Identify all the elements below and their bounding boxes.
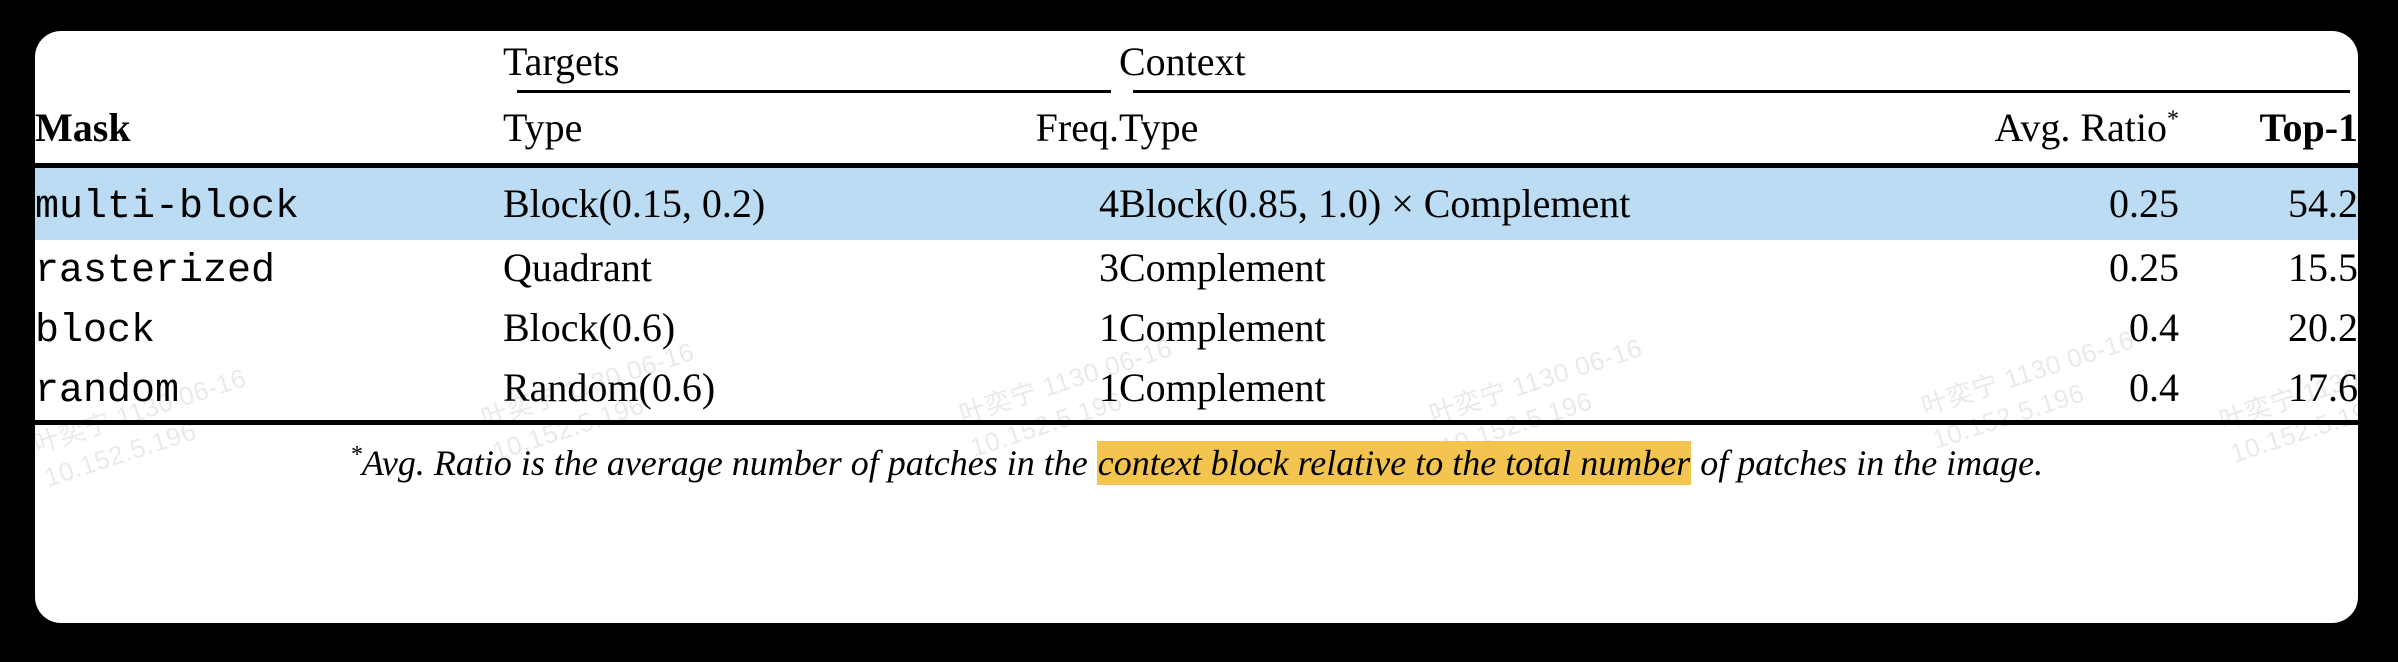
footnote-row: *Avg. Ratio is the average number of pat… (35, 423, 2358, 498)
cell-top1: 17.6 (2288, 365, 2358, 410)
column-header-avg-ratio: Avg. Ratio* (1859, 93, 2179, 166)
footnote-text: *Avg. Ratio is the average number of pat… (349, 441, 2044, 485)
footnote-highlighted: context block relative to the total numb… (1096, 441, 1692, 485)
footnote-after: of patches in the image. (1691, 443, 2044, 483)
column-header-top1: Top-1 (2259, 105, 2358, 150)
table-row[interactable]: multi-block Block(0.15, 0.2) 4 Block(0.8… (35, 165, 2358, 240)
group-header-targets: Targets (503, 31, 1119, 93)
footnote-cell: *Avg. Ratio is the average number of pat… (35, 423, 2358, 498)
cell-context-type: Block(0.85, 1.0) × Complement (1119, 165, 1859, 240)
cell-mask: random (35, 369, 180, 414)
cell-target-freq: 4 (923, 165, 1119, 240)
cell-target-freq: 1 (1099, 305, 1119, 350)
cell-target-freq: 3 (1099, 245, 1119, 290)
cell-target-freq: 1 (1099, 365, 1119, 410)
cell-context-type: Complement (1119, 245, 1326, 290)
cell-avg-ratio: 0.25 (1859, 165, 2179, 240)
cell-target-type: Block(0.6) (503, 305, 676, 350)
cell-mask: multi-block (35, 165, 503, 240)
table-row[interactable]: block Block(0.6) 1 Complement 0.4 20.2 (35, 300, 2358, 360)
column-header-row: Mask Type Freq. Type Avg. Ratio* Top-1 (35, 93, 2358, 166)
column-header-target-freq: Freq. (1035, 105, 1119, 150)
column-header-context-type: Type (1119, 105, 1199, 150)
cell-top1: 15.5 (2288, 245, 2358, 290)
column-header-mask: Mask (35, 105, 131, 150)
cell-avg-ratio: 0.25 (2109, 245, 2179, 290)
footnote-marker-icon: * (2167, 106, 2179, 133)
column-header-target-type: Type (503, 105, 583, 150)
column-header-avg-ratio-label: Avg. Ratio (1994, 105, 2167, 150)
cell-avg-ratio: 0.4 (2129, 305, 2179, 350)
group-header-row: Targets Context (35, 31, 2358, 93)
cell-top1: 20.2 (2288, 305, 2358, 350)
table-row[interactable]: random Random(0.6) 1 Complement 0.4 17.6 (35, 360, 2358, 423)
footnote-marker-icon: * (349, 442, 362, 468)
group-header-spacer (35, 31, 503, 93)
footnote-before: Avg. Ratio is the average number of patc… (361, 443, 1097, 483)
table-card: 叶奕宁 1130 06-16 10.152.5.196 叶奕宁 1130 06-… (35, 31, 2358, 623)
cell-target-type: Random(0.6) (503, 365, 716, 410)
cell-target-type: Quadrant (503, 245, 652, 290)
cell-mask: rasterized (35, 249, 276, 294)
cell-target-type: Block(0.15, 0.2) (503, 165, 923, 240)
group-header-context: Context (1119, 31, 2358, 93)
cell-context-type: Complement (1119, 365, 1326, 410)
cell-mask: block (35, 309, 156, 354)
cell-top1: 54.2 (2179, 165, 2358, 240)
table-row[interactable]: rasterized Quadrant 3 Complement 0.25 15… (35, 240, 2358, 300)
cell-context-type: Complement (1119, 305, 1326, 350)
cell-avg-ratio: 0.4 (2129, 365, 2179, 410)
ablation-results-table: Targets Context Mask Type Freq. Type Avg… (35, 31, 2358, 497)
